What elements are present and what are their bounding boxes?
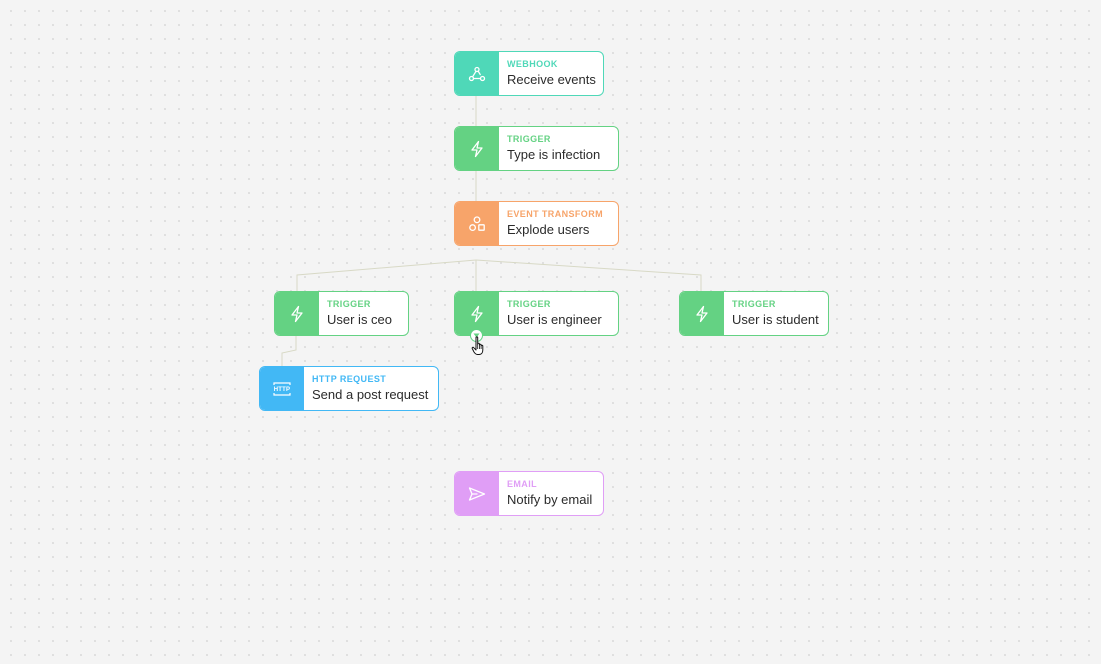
node-category: TRIGGER: [327, 299, 371, 309]
node-category: TRIGGER: [732, 299, 776, 309]
hand-pointer-cursor-icon: [471, 336, 484, 355]
lightning-icon: [455, 127, 499, 170]
node-title: User is student: [732, 312, 819, 327]
node-title: User is engineer: [507, 312, 602, 327]
node-http-request[interactable]: HTTP HTTP REQUEST Send a post request: [259, 366, 439, 411]
connector-transform-to-student: [475, 259, 702, 292]
node-trigger-ceo[interactable]: TRIGGER User is ceo: [274, 291, 409, 336]
node-trigger-engineer[interactable]: TRIGGER User is engineer: [454, 291, 619, 336]
node-category: HTTP REQUEST: [312, 374, 387, 384]
node-category: TRIGGER: [507, 134, 551, 144]
node-category: EMAIL: [507, 479, 537, 489]
http-icon: HTTP: [260, 367, 304, 410]
node-email[interactable]: EMAIL Notify by email: [454, 471, 604, 516]
lightning-icon: [275, 292, 319, 335]
node-trigger-infection[interactable]: TRIGGER Type is infection: [454, 126, 619, 171]
node-title: Explode users: [507, 222, 590, 237]
send-icon: [455, 472, 499, 515]
node-title: Receive events: [507, 72, 596, 87]
node-trigger-student[interactable]: TRIGGER User is student: [679, 291, 829, 336]
lightning-icon: [455, 292, 499, 335]
node-category: WEBHOOK: [507, 59, 558, 69]
chevron-down-icon: [473, 333, 480, 338]
connector-ceo-to-http: [281, 335, 297, 367]
node-webhook[interactable]: WEBHOOK Receive events: [454, 51, 604, 96]
connector-transform-to-ceo: [296, 259, 477, 292]
node-title: Send a post request: [312, 387, 429, 402]
node-title: User is ceo: [327, 312, 393, 327]
node-title: Type is infection: [507, 147, 601, 162]
lightning-icon: [680, 292, 724, 335]
shapes-icon: [455, 202, 499, 245]
webhook-icon: [455, 52, 499, 95]
node-category: EVENT TRANSFORM: [507, 209, 603, 219]
node-event-transform[interactable]: EVENT TRANSFORM Explode users: [454, 201, 619, 246]
node-category: TRIGGER: [507, 299, 551, 309]
node-title: Notify by email: [507, 492, 593, 507]
http-icon-label: HTTP: [274, 387, 290, 393]
